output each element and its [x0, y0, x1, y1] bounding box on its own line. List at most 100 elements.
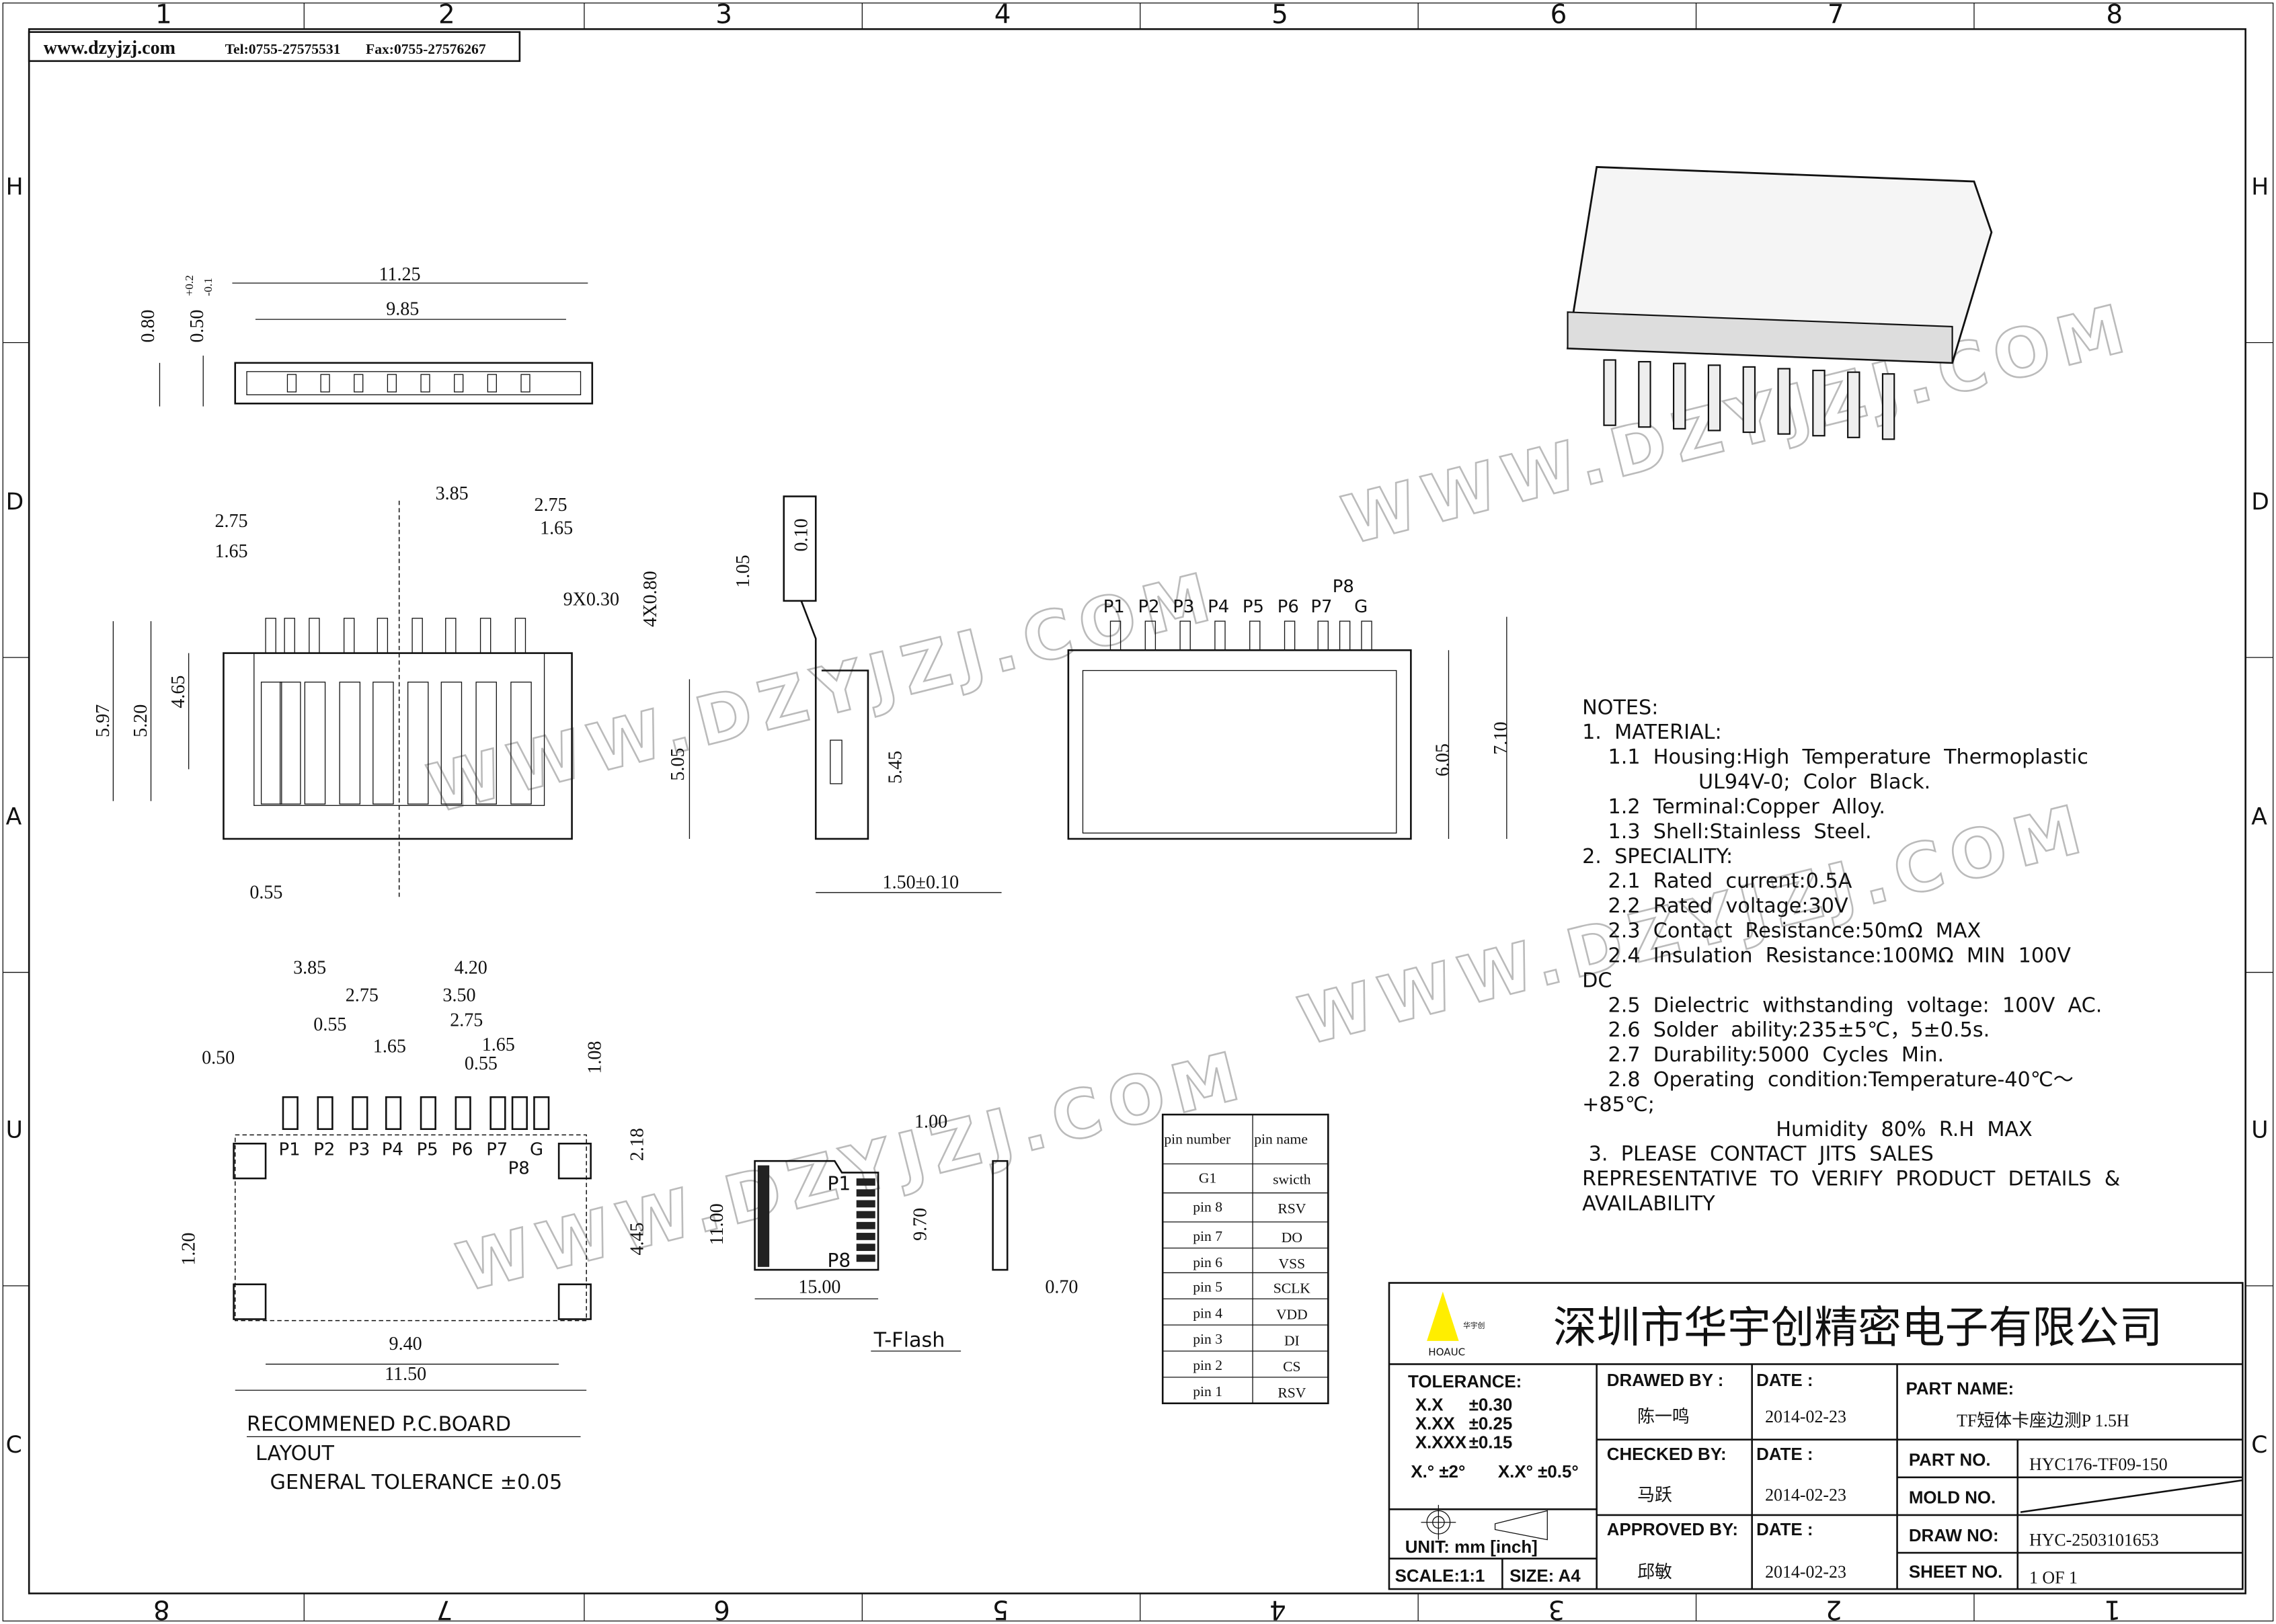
- sheet-no-label: SHEET NO.: [1909, 1563, 2003, 1582]
- pin-name-cell: DI: [1284, 1332, 1300, 1348]
- terminal: [1361, 620, 1372, 651]
- grid-row-label: H: [6, 173, 24, 200]
- size-text: SIZE: A4: [1509, 1567, 1581, 1586]
- terminal: [445, 618, 457, 654]
- company-logo: 华宇创 HOAUC: [1427, 1291, 1485, 1358]
- grid-row-label: A: [6, 803, 22, 830]
- grid-column-label: 2: [1826, 1594, 1842, 1624]
- dim-text: 2.75: [450, 1010, 483, 1030]
- tolerance-key: X.XXX: [1415, 1434, 1467, 1453]
- dim-text: 1.05: [733, 555, 754, 587]
- terminal: [284, 618, 295, 654]
- terminal: [1214, 620, 1226, 651]
- tolerance-key: X.X: [1415, 1396, 1444, 1415]
- dim-text: 11.00: [707, 1203, 728, 1245]
- dim-text: 3.50: [442, 985, 475, 1006]
- pin-label: P5: [1243, 597, 1264, 617]
- pin-name-cell: RSV: [1278, 1201, 1306, 1217]
- pin-label: P3: [1173, 597, 1194, 617]
- dim-text: 1.65: [215, 541, 248, 562]
- dim-text: 0.80: [138, 310, 159, 343]
- front-view: 3.85 2.75 2.75 1.65 1.65 9X0.30 4X0.80 5…: [93, 483, 691, 903]
- dim-text: 5.05: [668, 747, 689, 780]
- card-contact: [856, 1221, 875, 1229]
- dim-text: 11.25: [379, 264, 420, 285]
- dim-text: 4.65: [168, 676, 189, 708]
- grid-column-label: 4: [1269, 1594, 1286, 1624]
- table-header: pin number: [1164, 1131, 1230, 1147]
- angle-tolerance: X.X° ±0.5°: [1498, 1463, 1579, 1481]
- pin-number-cell: pin 5: [1193, 1278, 1222, 1295]
- contact-slot: [304, 682, 326, 805]
- dim-text: +0.2: [183, 275, 196, 296]
- pin-number-cell: pin 2: [1193, 1357, 1222, 1373]
- grid-column-label: 4: [994, 0, 1011, 30]
- pin-label: P6: [451, 1140, 473, 1160]
- note-line: 2.7 Durability:5000 Cycles Min.: [1582, 1043, 1944, 1067]
- pin-label: P7: [1310, 597, 1332, 617]
- dim-text: 9.70: [910, 1208, 931, 1241]
- pin-label: P8: [1333, 577, 1354, 597]
- card-contact: [856, 1233, 875, 1240]
- dim-text: 0.55: [313, 1014, 346, 1035]
- grid-column-label: 5: [992, 1594, 1009, 1624]
- pin-label: P4: [382, 1140, 403, 1160]
- pin-label: P8: [508, 1159, 530, 1179]
- note-line: 2.8 Operating condition:Temperature-40℃～: [1582, 1068, 2074, 1092]
- layout-title: RECOMMENED P.C.BOARD: [247, 1413, 511, 1436]
- header-box: www.dzyjzj.com Tel:0755-27575531 Fax:075…: [28, 31, 521, 63]
- part-name-label: PART NAME:: [1906, 1380, 2014, 1399]
- pcb-pad: [420, 1096, 436, 1130]
- dim-text: 4.20: [455, 958, 487, 979]
- pin-name-cell: RSV: [1278, 1385, 1306, 1401]
- angle-tolerance: X.° ±2°: [1411, 1463, 1465, 1481]
- dim-text: 0.55: [249, 882, 282, 903]
- tolerance-value: ±0.15: [1469, 1434, 1513, 1453]
- note-line: 2.1 Rated current:0.5A: [1582, 870, 1852, 893]
- pin-label: P4: [1208, 597, 1229, 617]
- dim-text: 0.50: [202, 1048, 235, 1069]
- dim-text: 1.20: [178, 1233, 199, 1266]
- grid-column-label: 1: [155, 0, 172, 30]
- grid-row-label: C: [2251, 1432, 2267, 1459]
- pin-number-cell: pin 1: [1193, 1383, 1222, 1399]
- pin-label: P1: [278, 1140, 300, 1160]
- contact-slot: [280, 682, 301, 805]
- pin-label: P8: [828, 1250, 851, 1272]
- general-tolerance: GENERAL TOLERANCE ±0.05: [270, 1471, 563, 1494]
- terminal: [1317, 620, 1329, 651]
- dim-text: 0.70: [1045, 1277, 1078, 1298]
- note-line: 2.3 Contact Resistance:50mΩ MAX: [1582, 920, 1981, 943]
- dim-text: 7.10: [1491, 722, 1512, 755]
- grid-row-label: D: [2251, 489, 2269, 516]
- pcb-pad: [385, 1096, 402, 1130]
- terminal: [309, 618, 320, 654]
- pin-number-cell: pin 8: [1193, 1199, 1222, 1215]
- title-block: 华宇创 HOAUC 深圳市华宇创精密电子有限公司 TOLERANCE: X.X …: [1388, 1282, 2244, 1590]
- terminal: [1144, 620, 1156, 651]
- draw-no-label: DRAW NO:: [1909, 1527, 1999, 1545]
- terminal: [520, 374, 531, 393]
- terminal: [354, 374, 364, 393]
- card-contact: [856, 1200, 875, 1208]
- grid-row-label: C: [6, 1432, 22, 1459]
- note-line: NOTES:: [1582, 696, 1658, 719]
- note-line: +85℃;: [1582, 1093, 1655, 1116]
- tolerance-value: ±0.25: [1469, 1415, 1513, 1434]
- grid-row-label: U: [6, 1117, 23, 1144]
- pin-label: P6: [1278, 597, 1299, 617]
- drawed-by-label: DRAWED BY :: [1607, 1371, 1724, 1390]
- isometric-view: [1566, 165, 1993, 440]
- pin-label: P3: [348, 1140, 370, 1160]
- pin-name-cell: swicth: [1273, 1172, 1311, 1188]
- dim-text: 1.08: [585, 1041, 606, 1074]
- terminal: [1249, 620, 1261, 651]
- card-contact: [856, 1244, 875, 1252]
- note-line: DC: [1582, 969, 1612, 992]
- contact-slot: [339, 682, 361, 805]
- terminal: [1777, 368, 1791, 435]
- terminal: [1847, 371, 1860, 438]
